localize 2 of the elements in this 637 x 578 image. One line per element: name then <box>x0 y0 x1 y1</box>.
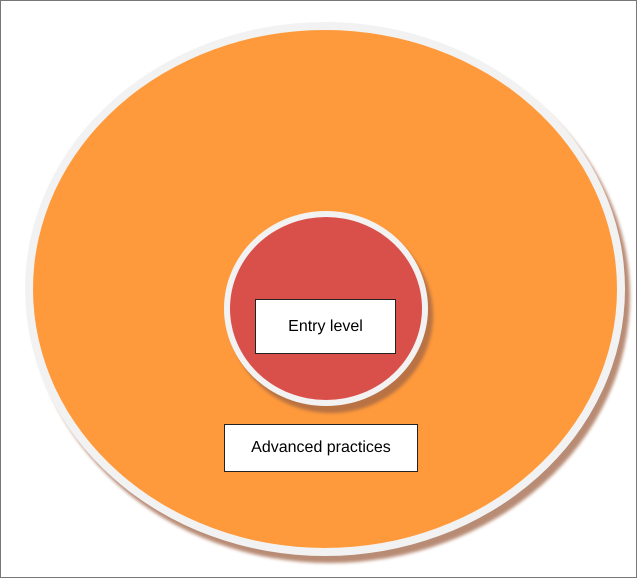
level-label: Advanced practices <box>224 424 418 472</box>
level-label: Entry level <box>255 299 396 354</box>
